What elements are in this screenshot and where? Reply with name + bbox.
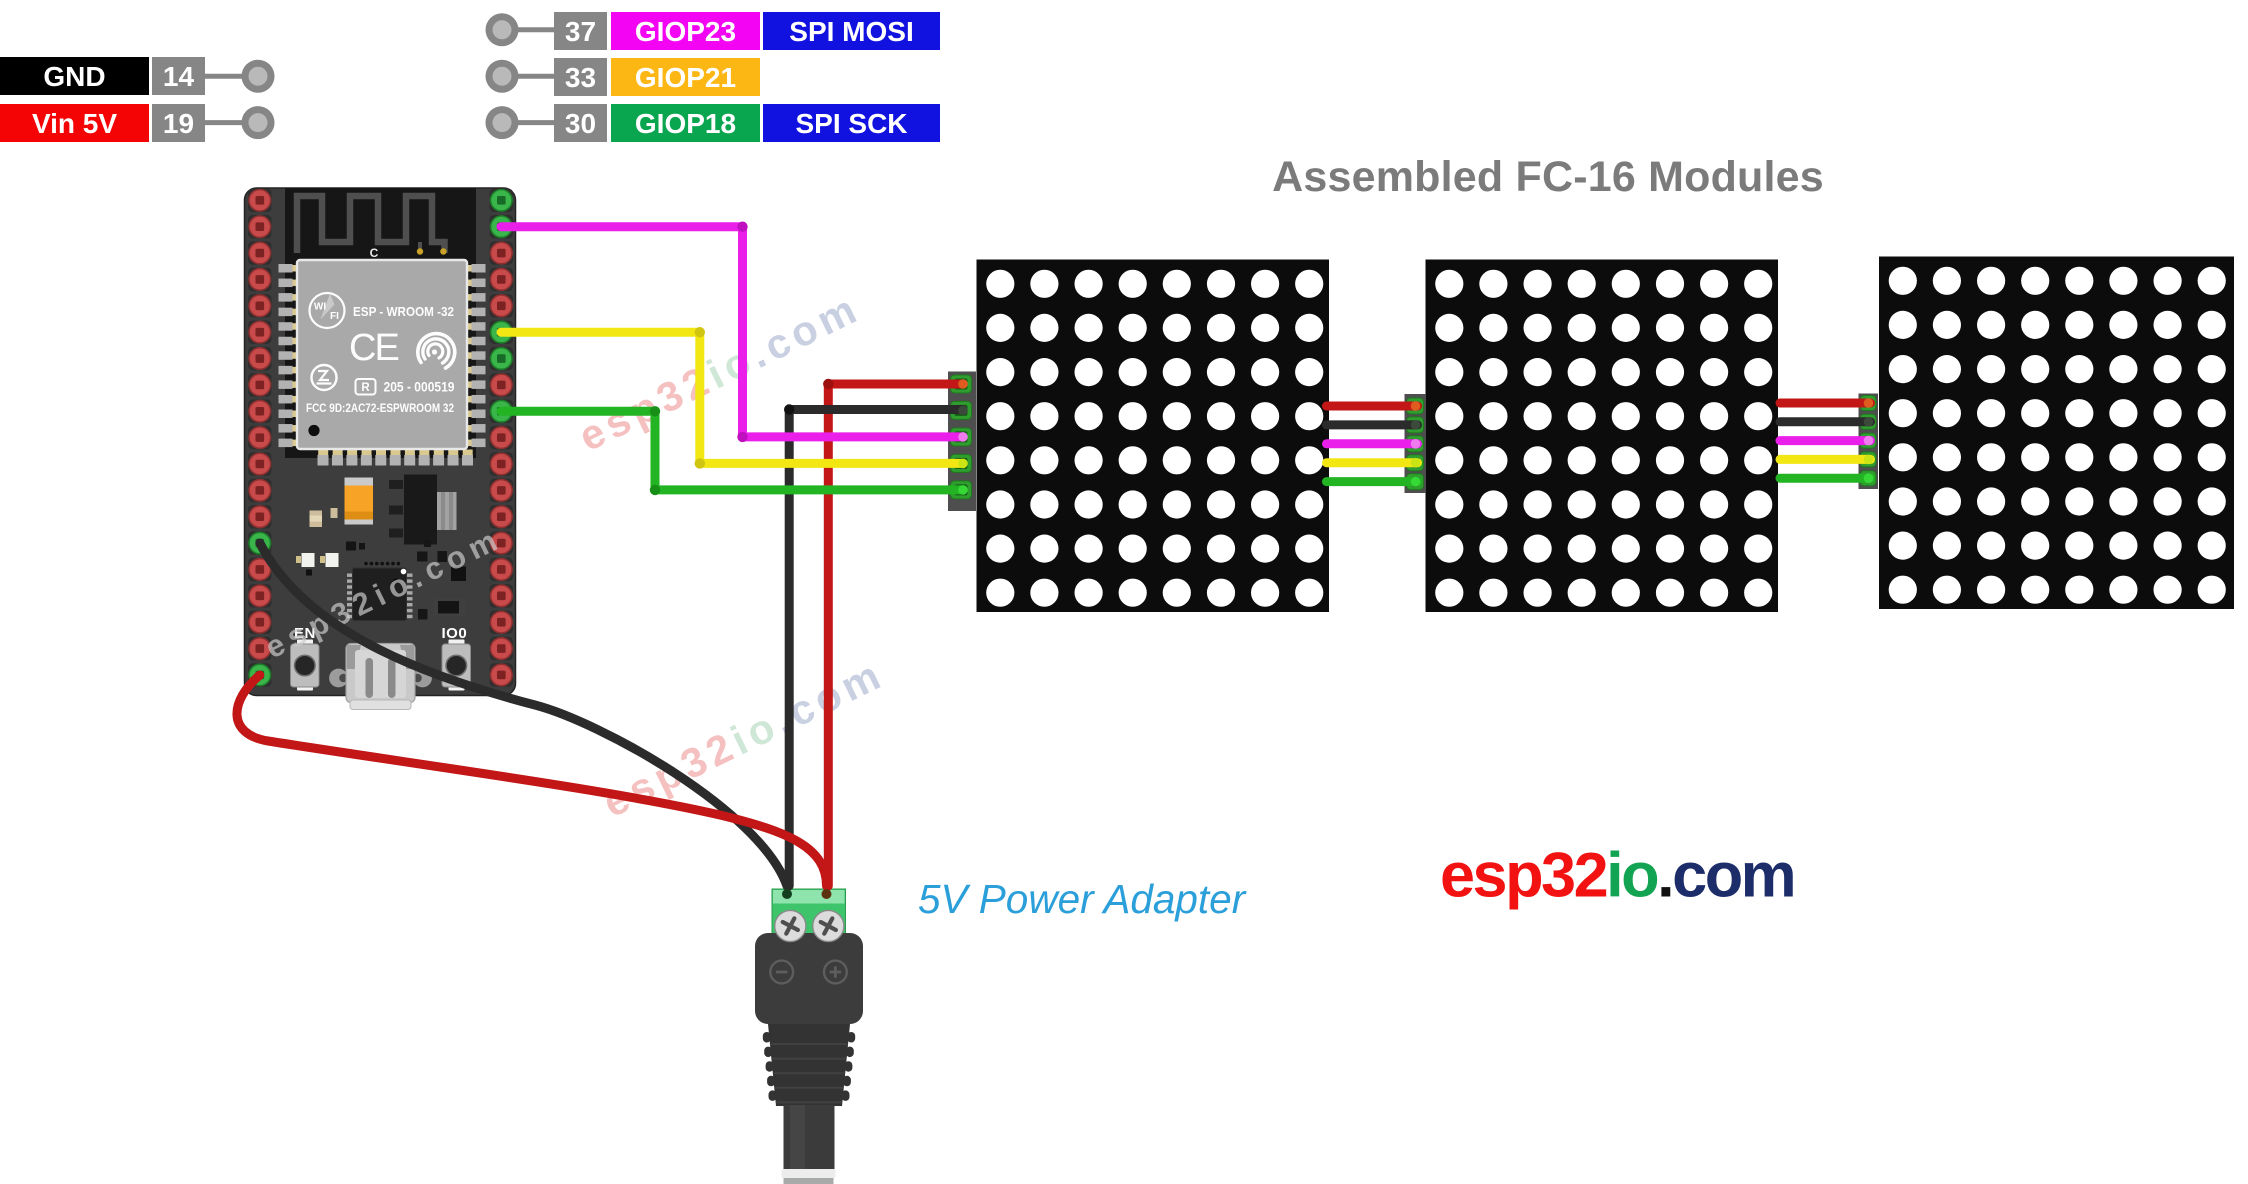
svg-text:30: 30 bbox=[565, 108, 596, 139]
svg-text:IO0: IO0 bbox=[442, 625, 468, 642]
svg-text:FI: FI bbox=[330, 311, 339, 322]
svg-text:esp32io.com: esp32io.com bbox=[1440, 841, 1794, 911]
svg-text:33: 33 bbox=[565, 62, 596, 93]
svg-text:Assembled FC-16 Modules: Assembled FC-16 Modules bbox=[1272, 153, 1824, 201]
svg-text:C: C bbox=[370, 246, 379, 260]
svg-text:37: 37 bbox=[565, 16, 596, 47]
svg-text:WI: WI bbox=[314, 302, 326, 313]
svg-text:SPI MOSI: SPI MOSI bbox=[789, 16, 913, 47]
svg-text:GIOP18: GIOP18 bbox=[635, 108, 736, 139]
svg-text:R: R bbox=[361, 382, 370, 394]
svg-text:CE: CE bbox=[349, 327, 398, 369]
svg-text:FCC 9D:2AC72-ESPWROOM 32: FCC 9D:2AC72-ESPWROOM 32 bbox=[306, 401, 454, 415]
svg-text:GIOP21: GIOP21 bbox=[635, 62, 736, 93]
svg-text:GIOP23: GIOP23 bbox=[635, 16, 736, 47]
svg-text:SPI SCK: SPI SCK bbox=[795, 108, 907, 139]
svg-text:Vin 5V: Vin 5V bbox=[32, 108, 117, 139]
svg-text:ESP - WROOM -32: ESP - WROOM -32 bbox=[353, 304, 454, 319]
svg-text:GND: GND bbox=[43, 61, 105, 92]
svg-text:14: 14 bbox=[163, 61, 195, 92]
svg-text:EN: EN bbox=[294, 625, 316, 642]
svg-text:19: 19 bbox=[163, 108, 194, 139]
svg-text:205 - 000519: 205 - 000519 bbox=[384, 380, 455, 395]
svg-text:5V Power Adapter: 5V Power Adapter bbox=[918, 876, 1247, 922]
